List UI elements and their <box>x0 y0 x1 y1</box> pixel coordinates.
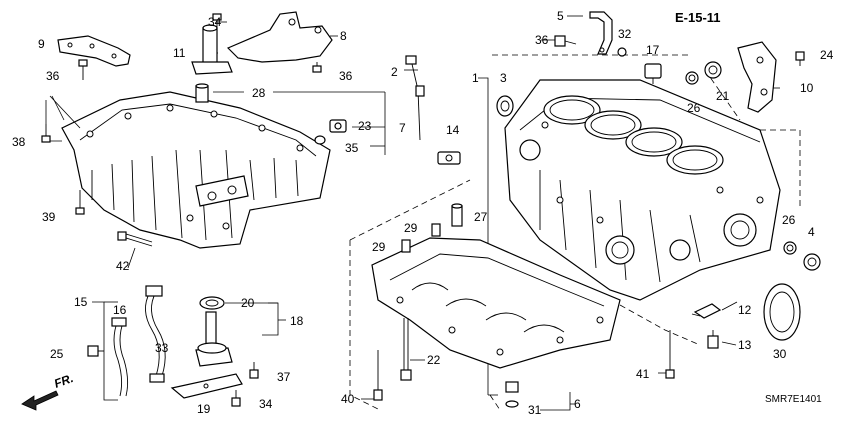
cover-8 <box>226 11 333 63</box>
callout-23: 23 <box>358 119 372 133</box>
dowel-27 <box>451 203 463 227</box>
callout-20: 20 <box>241 296 255 310</box>
callout-15: 15 <box>74 295 88 309</box>
cylinder-block <box>504 79 781 301</box>
bolt-41 <box>665 330 675 379</box>
callout-19: 19 <box>197 402 211 416</box>
diagram-code: SMR7E1401 <box>765 394 822 405</box>
lower-block <box>371 237 621 369</box>
callout-36-right: 36 <box>535 33 549 47</box>
callout-18: 18 <box>290 314 304 328</box>
callout-34-bottom: 34 <box>259 397 273 411</box>
front-direction-label: FR. <box>52 371 75 391</box>
callout-34-top: 34 <box>208 15 222 29</box>
callout-25: 25 <box>50 347 64 361</box>
plate-19 <box>170 373 243 399</box>
callout-27: 27 <box>474 210 488 224</box>
plug-21 <box>704 61 722 79</box>
callout-16: 16 <box>113 303 127 317</box>
callout-labels: 1 2 3 4 5 6 7 8 9 10 11 12 13 14 15 16 1… <box>12 9 834 417</box>
baffle-plate-9 <box>57 35 131 67</box>
bolt-36-right <box>554 35 577 47</box>
plug-4 <box>803 253 821 271</box>
sensor-14 <box>437 151 461 165</box>
seal-20 <box>199 296 225 310</box>
washer-32 <box>617 47 627 57</box>
callout-1: 1 <box>472 71 479 85</box>
callout-35: 35 <box>345 141 359 155</box>
bolt-37 <box>249 362 259 379</box>
callout-26-right: 26 <box>782 213 796 227</box>
callout-8: 8 <box>340 29 347 43</box>
bolt-22 <box>400 318 412 381</box>
callout-42: 42 <box>116 259 130 273</box>
bolt-24 <box>795 51 805 66</box>
oil-pan <box>61 91 331 249</box>
callout-6: 6 <box>574 397 581 411</box>
callout-29-a: 29 <box>404 221 418 235</box>
harness-33 <box>145 285 166 383</box>
dowel-29-b <box>401 239 411 253</box>
bolt-34-bottom <box>231 390 241 407</box>
callout-39: 39 <box>42 210 56 224</box>
callout-5: 5 <box>557 9 564 23</box>
sensor-23 <box>329 119 347 133</box>
callout-21: 21 <box>716 89 730 103</box>
callout-12: 12 <box>738 303 752 317</box>
sensor-17 <box>644 63 662 84</box>
callout-36-mid: 36 <box>339 69 353 83</box>
bracket-10 <box>737 41 777 113</box>
bracket-12 <box>691 303 722 319</box>
callout-33: 33 <box>155 341 169 355</box>
callout-10: 10 <box>800 81 814 95</box>
callout-29-b: 29 <box>372 240 386 254</box>
dowel-28 <box>195 83 209 103</box>
bolt-36-mid <box>312 62 322 73</box>
callout-9: 9 <box>38 37 45 51</box>
callout-24: 24 <box>820 48 834 62</box>
plug-31 <box>505 381 519 408</box>
callout-2: 2 <box>391 65 398 79</box>
strainer-18 <box>195 311 233 367</box>
dowel-29-a <box>431 223 441 237</box>
callout-13: 13 <box>738 338 752 352</box>
callout-7: 7 <box>399 121 406 135</box>
front-arrow-icon <box>21 390 59 411</box>
oil-seal-30 <box>763 283 801 341</box>
callout-28: 28 <box>252 86 266 100</box>
washer-26-right <box>783 241 797 255</box>
bolt-39 <box>75 190 85 215</box>
callout-4: 4 <box>808 225 815 239</box>
callout-14: 14 <box>446 123 460 137</box>
callout-26-top: 26 <box>687 101 701 115</box>
plug-3 <box>496 95 514 117</box>
bolt-40 <box>373 350 383 401</box>
harness-16 <box>111 317 129 397</box>
callout-17: 17 <box>646 43 660 57</box>
washer-35 <box>314 135 326 145</box>
bolt-13 <box>707 330 719 349</box>
tensioner-11 <box>191 24 233 75</box>
bolt-38 <box>41 124 51 143</box>
callout-31: 31 <box>528 403 542 417</box>
callout-40: 40 <box>341 392 355 406</box>
washer-26-top <box>685 71 699 85</box>
section-reference: E-15-11 <box>675 10 721 25</box>
callout-30: 30 <box>773 347 787 361</box>
callout-36-left: 36 <box>46 69 60 83</box>
callout-32: 32 <box>618 27 632 41</box>
callout-22: 22 <box>427 353 441 367</box>
bolt-25 <box>87 345 104 357</box>
pipe-5 <box>589 11 613 55</box>
callout-38: 38 <box>12 135 26 149</box>
callout-11: 11 <box>173 46 186 60</box>
bolt-42 <box>117 231 153 247</box>
callout-37: 37 <box>277 370 291 384</box>
dipstick-2 <box>405 55 425 141</box>
callout-41: 41 <box>636 367 650 381</box>
bolt-36-left <box>78 59 88 80</box>
callout-3: 3 <box>500 71 507 85</box>
